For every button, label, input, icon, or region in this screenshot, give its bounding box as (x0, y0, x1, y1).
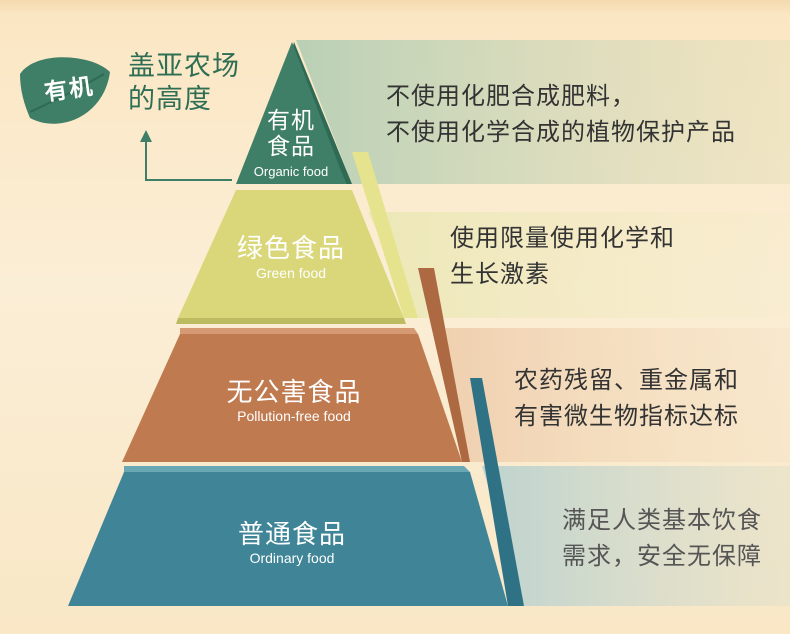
tier-organic-name-en: Organic food (253, 164, 329, 179)
tier-green-desc-line1: 使用限量使用化学和 (450, 224, 675, 252)
tier-pollution-name: 无公害食品 (226, 378, 362, 408)
brand-title: 盖亚农场 的高度 (128, 50, 240, 116)
tier-organic-name: 有机 食品 (236, 108, 346, 160)
arrow-head-icon (140, 130, 152, 142)
tier-green-side (352, 152, 418, 318)
tier-organic-side (292, 42, 352, 184)
tier-green-name: 绿色食品 (236, 234, 345, 264)
leaf-vein-icon (29, 73, 105, 113)
band-pollution (434, 328, 790, 462)
tier-ordinary-name: 普通食品 (237, 520, 346, 550)
band-ordinary (482, 466, 790, 606)
tier-ordinary-desc-line1: 满足人类基本饮食 (562, 506, 762, 534)
brand-title-line2: 的高度 (128, 84, 212, 115)
arrow-line (145, 140, 232, 181)
band-organic (296, 40, 790, 184)
tier-ordinary-front (68, 472, 508, 606)
tier-pollution-name-en: Pollution-free food (237, 408, 351, 424)
tier-ordinary-side (470, 378, 524, 606)
tier-green-name-en: Green food (255, 265, 327, 281)
tier-organic-desc-line1: 不使用化肥合成肥料， (386, 82, 636, 110)
tier-green-front (178, 190, 404, 318)
tier-pollution-desc-line1: 农药残留、重金属和 (514, 366, 739, 394)
tier-organic-front (236, 42, 346, 184)
tier-pollution-desc-line2: 有害微生物指标达标 (514, 402, 739, 430)
band-green (368, 212, 790, 318)
tier-green-desc: 使用限量使用化学和 生长激素 (450, 220, 675, 292)
top-shadow-bar (0, 0, 790, 14)
tier-pollution-front (122, 334, 462, 462)
tier-pollution-top (180, 328, 418, 334)
tier-ordinary-top (124, 466, 470, 472)
tier-green-shade (176, 318, 406, 324)
tier-pollution-desc: 农药残留、重金属和 有害微生物指标达标 (514, 362, 739, 434)
tier-organic-desc-line2: 不使用化学合成的植物保护产品 (386, 118, 736, 146)
tier-pollution-side (418, 268, 470, 462)
tier-organic-desc: 不使用化肥合成肥料， 不使用化学合成的植物保护产品 (386, 78, 736, 150)
tier-ordinary-desc-line2: 需求，安全无保障 (562, 542, 762, 570)
brand-title-line1: 盖亚农场 (128, 51, 240, 82)
tier-organic-name-line1: 有机 (267, 108, 315, 134)
tier-ordinary-name-en: Ordinary food (249, 550, 335, 566)
tier-green-desc-line2: 生长激素 (450, 260, 550, 288)
tier-ordinary-desc: 满足人类基本饮食 需求，安全无保障 (562, 502, 762, 574)
tier-organic-name-line2: 食品 (267, 134, 315, 160)
